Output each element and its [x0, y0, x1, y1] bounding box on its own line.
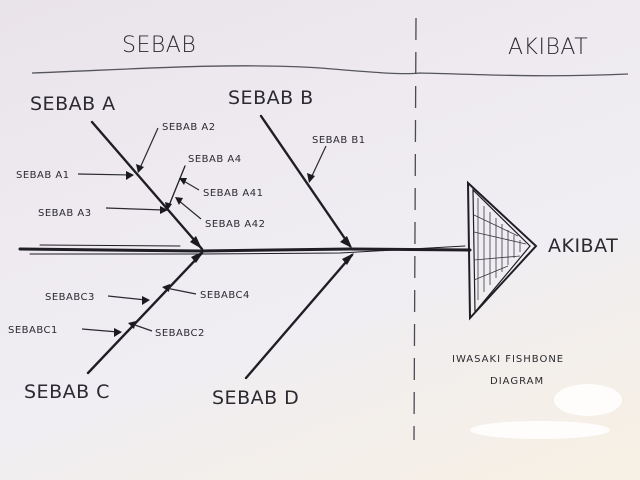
sub-cause-a2-label: SEBAB A2 — [162, 122, 216, 133]
sub-cause-c3-label: SEBABC3 — [45, 292, 95, 303]
cause-a-branch — [77, 120, 204, 251]
sub-cause-b1-label: SEBAB B1 — [312, 135, 366, 146]
sub-cause-c4-label: SEBABC4 — [200, 290, 250, 301]
header-cause-label: SEBAB — [122, 33, 196, 58]
spine — [18, 244, 472, 255]
sub-cause-a41-label: SEBAB A41 — [203, 188, 263, 199]
cause-b-label: SEBAB B — [228, 87, 314, 109]
header-separator — [31, 65, 629, 77]
cause-a-label: SEBAB A — [30, 93, 116, 115]
cause-d-branch — [244, 253, 354, 380]
cause-effect-divider — [413, 17, 417, 441]
cause-d-label: SEBAB D — [212, 387, 299, 409]
cause-c-label: SEBAB C — [24, 381, 110, 403]
cause-c-branch — [81, 251, 204, 375]
cause-b-branch — [259, 114, 352, 248]
sub-cause-a4-label: SEBAB A4 — [188, 154, 242, 165]
sub-cause-a1-label: SEBAB A1 — [16, 170, 70, 181]
sub-cause-c1-label: SEBABC1 — [8, 325, 58, 336]
effect-label: AKIBAT — [548, 235, 618, 257]
erased-smudge — [470, 384, 622, 439]
header-effect-label: AKIBAT — [508, 35, 588, 60]
sub-cause-c2-label: SEBABC2 — [155, 328, 205, 339]
diagram-title-line2: DIAGRAM — [490, 376, 544, 387]
sub-cause-a3-label: SEBAB A3 — [38, 208, 92, 219]
fish-head-icon — [466, 180, 538, 321]
sub-cause-a42-label: SEBAB A42 — [205, 219, 265, 230]
diagram-title-line1: IWASAKI FISHBONE — [452, 354, 564, 365]
